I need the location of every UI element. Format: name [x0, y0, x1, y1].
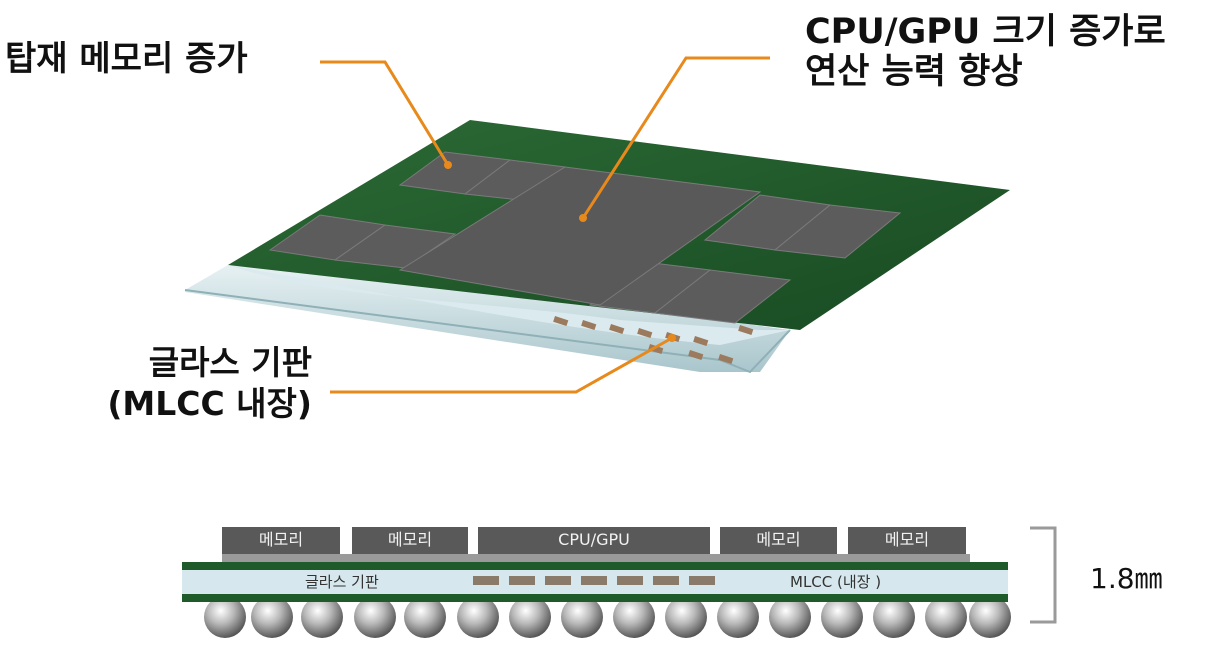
chip-label-memory-3: 메모리 [756, 530, 801, 549]
solder-balls [204, 596, 1011, 638]
mlcc-embedded [473, 576, 715, 585]
memory-chips-3d [268, 151, 902, 324]
callout-glass: 글라스 기판 (MLCC 내장) [62, 342, 312, 424]
cross-section-chips [222, 527, 966, 554]
mlcc-pads-3d [553, 316, 754, 365]
callout-memory: 탑재 메모리 증가 [5, 39, 248, 79]
thickness-bracket [1030, 526, 1057, 624]
callout-cpu: CPU/GPU 크기 증가로 연산 능력 향상 [805, 12, 1166, 92]
chip-label-memory-2: 메모리 [387, 530, 433, 549]
callout-cpu-line2: 연산 능력 향상 [805, 52, 1023, 92]
mlcc-label: MLCC (내장 ) [790, 573, 882, 591]
pcb-top-layer [182, 562, 1008, 570]
pcb-bottom-layer [182, 594, 1008, 602]
glass-substrate-edge [184, 289, 791, 374]
callout-dots [444, 161, 676, 342]
chip-label-memory-1: 메모리 [258, 530, 304, 549]
cpu-gpu-die-3d [398, 166, 762, 306]
glass-substrate-3d [185, 265, 790, 372]
substrate-label: 글라스 기판 [305, 573, 379, 591]
callout-lines [320, 56, 770, 394]
chip-label-memory-4: 메모리 [884, 530, 930, 549]
thickness-label: 1.8㎜ [1090, 562, 1163, 595]
callout-glass-line2: (MLCC 내장) [107, 384, 312, 423]
glass-cutaway [228, 265, 790, 345]
micro-bumps [222, 554, 970, 562]
callout-cpu-line1: CPU/GPU 크기 증가로 [805, 12, 1166, 52]
callout-glass-line1: 글라스 기판 [148, 343, 312, 382]
chip-label-cpu-gpu: CPU/GPU [558, 530, 630, 549]
